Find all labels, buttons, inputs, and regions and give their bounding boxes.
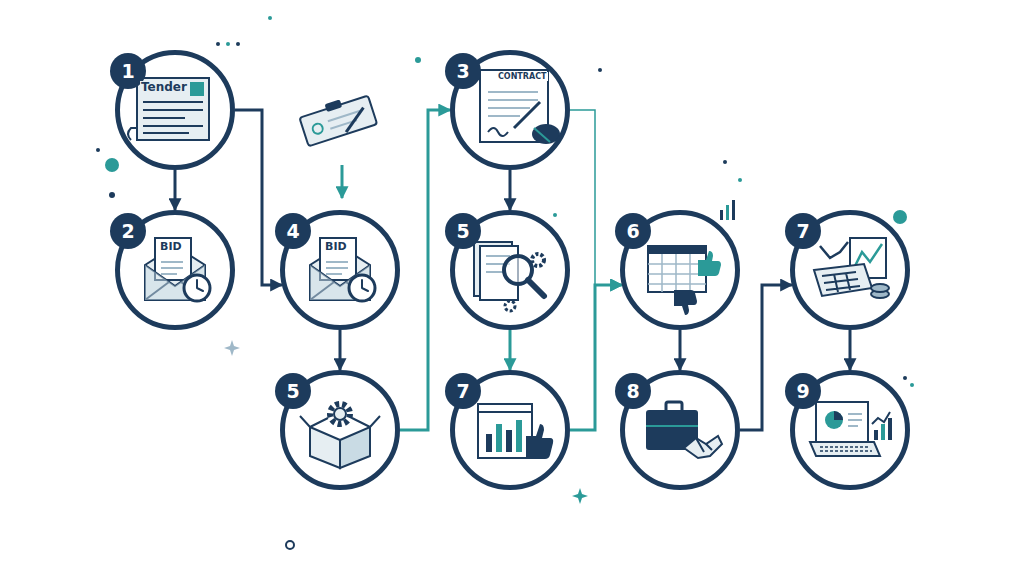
flow-connector [509,170,512,210]
process-circle: 4BID [280,210,400,330]
step-number: 4 [275,213,311,249]
icon-label: BID [324,241,348,254]
flow-connector [339,330,342,370]
process-circle: 1Tender [115,50,235,170]
flow-connector [174,170,177,210]
bid-envelope-icon [145,238,210,301]
flow-connector [400,110,450,430]
spreadsheet-icon [648,246,721,315]
flow-arrow [341,165,344,198]
process-circle: 9 [790,370,910,490]
step-number: 9 [785,373,821,409]
deal-icon [646,402,722,458]
finance-icon [814,238,889,298]
review-icon [474,242,544,311]
step-number: 5 [445,213,481,249]
step-number: 6 [615,213,651,249]
contract-icon [476,70,560,144]
flow-connector [849,330,852,370]
icon-label: CONTRACT [497,72,548,81]
flow-connector [235,110,282,285]
process-circle: 3CONTRACT [450,50,570,170]
step-number: 7 [445,373,481,409]
step-number: 7 [785,213,821,249]
decor-dots [96,16,914,549]
flow-connector [509,330,512,370]
step-number: 8 [615,373,651,409]
bid-envelope-icon [310,238,375,301]
step-number: 2 [110,213,146,249]
newspaper-icon [128,78,209,140]
flow-connector [679,330,682,370]
flow-connector [570,110,622,285]
process-circle: 2BID [115,210,235,330]
process-circle: 8 [620,370,740,490]
icon-label: BID [159,241,183,254]
flow-connector [740,285,792,430]
report-icon [810,402,892,456]
process-circle: 6 [620,210,740,330]
step-number: 3 [445,53,481,89]
step-number: 5 [275,373,311,409]
package-icon [300,404,380,468]
process-circle: 7 [450,370,570,490]
icon-label: Tender [140,81,188,95]
clipboard-icon [298,91,377,147]
process-circle: 5 [450,210,570,330]
evaluation-icon [478,404,553,459]
process-circle: 7 [790,210,910,330]
process-circle: 5 [280,370,400,490]
flow-connector [570,285,622,430]
